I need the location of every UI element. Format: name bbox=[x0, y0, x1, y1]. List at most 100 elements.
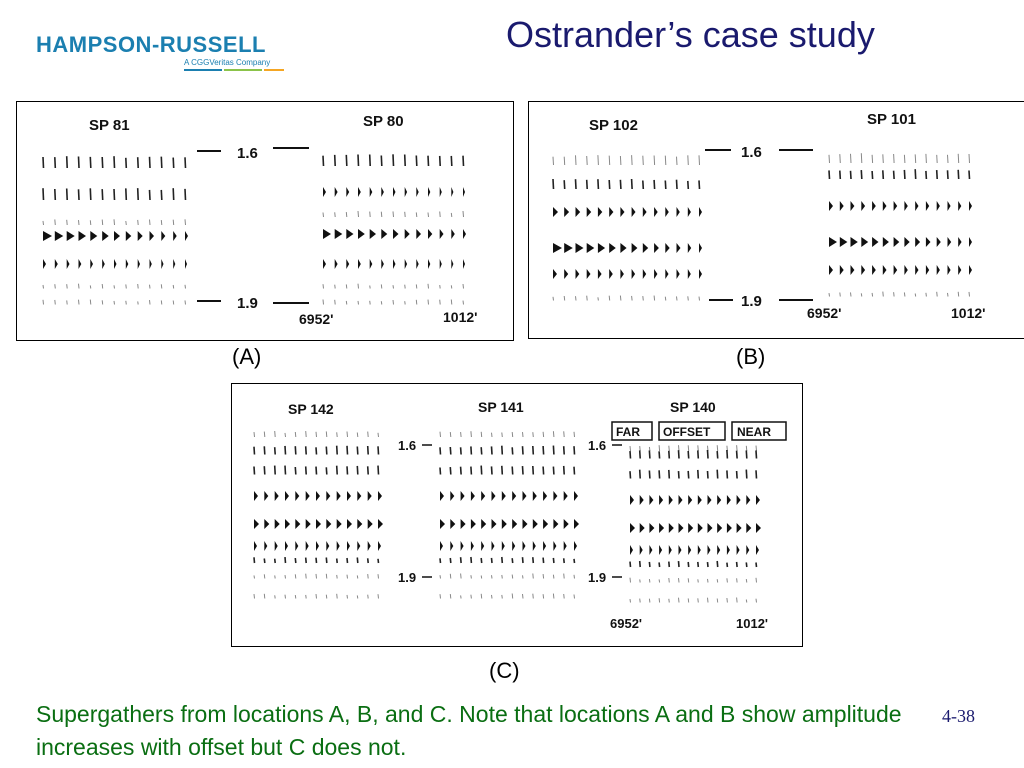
seismic-wavelet bbox=[149, 231, 154, 241]
seismic-wavelet bbox=[254, 519, 259, 529]
seismic-trace-tick bbox=[253, 446, 256, 455]
seismic-trace-tick bbox=[336, 574, 338, 579]
seismic-trace-tick bbox=[89, 285, 92, 289]
seismic-wavelet bbox=[512, 519, 518, 529]
seismic-trace-tick bbox=[346, 594, 348, 599]
seismic-wavelet bbox=[316, 541, 319, 551]
seismic-trace-tick bbox=[263, 466, 266, 475]
seismic-trace-tick bbox=[367, 574, 369, 579]
seismic-trace-tick bbox=[345, 300, 348, 305]
seismic-wavelet bbox=[439, 187, 442, 197]
seismic-wavelet bbox=[512, 491, 517, 501]
logo-rule-orange bbox=[264, 69, 284, 71]
seismic-trace-tick bbox=[668, 445, 670, 452]
seismic-trace-tick bbox=[65, 156, 68, 169]
seismic-wavelet bbox=[439, 259, 442, 269]
seismic-trace-tick bbox=[480, 465, 483, 475]
seismic-trace-tick bbox=[462, 155, 465, 167]
seismic-trace-tick bbox=[573, 574, 575, 579]
seismic-wavelet bbox=[697, 545, 701, 555]
seismic-wavelet bbox=[137, 259, 140, 269]
seismic-trace-tick bbox=[532, 465, 535, 475]
seismic-trace-tick bbox=[356, 432, 359, 438]
seismic-trace-tick bbox=[78, 220, 80, 226]
seismic-trace-tick bbox=[882, 154, 884, 164]
seismic-wavelet bbox=[254, 491, 258, 501]
seismic-trace-tick bbox=[377, 432, 379, 438]
seismic-trace-tick bbox=[101, 189, 104, 201]
seismic-trace-tick bbox=[697, 445, 699, 452]
seismic-trace-tick bbox=[357, 154, 360, 167]
seismic-wavelet bbox=[264, 519, 270, 529]
seismic-wavelet bbox=[676, 269, 680, 279]
seismic-wavelet bbox=[416, 229, 421, 239]
seismic-trace-tick bbox=[172, 219, 175, 226]
seismic-wavelet bbox=[563, 491, 568, 501]
seismic-trace-tick bbox=[575, 155, 577, 166]
offset-label-far: 6952' bbox=[299, 311, 333, 327]
seismic-trace-tick bbox=[522, 575, 524, 579]
seismic-trace-tick bbox=[532, 445, 535, 455]
seismic-trace-tick bbox=[346, 431, 348, 438]
seismic-trace-tick bbox=[745, 469, 748, 479]
seismic-trace-tick bbox=[184, 284, 186, 289]
seismic-wavelet bbox=[872, 201, 876, 211]
seismic-trace-tick bbox=[380, 211, 383, 218]
seismic-trace-tick bbox=[687, 180, 690, 190]
seismic-wavelet bbox=[470, 541, 474, 551]
seismic-trace-tick bbox=[315, 466, 318, 475]
seismic-trace-tick bbox=[697, 598, 699, 603]
seismic-wavelet bbox=[404, 259, 408, 269]
seismic-wavelet bbox=[491, 491, 496, 501]
seismic-trace-tick bbox=[893, 292, 895, 297]
offset-box bbox=[658, 421, 726, 441]
seismic-wavelet bbox=[381, 187, 384, 197]
seismic-wavelet bbox=[553, 207, 558, 217]
seismic-trace-tick bbox=[511, 593, 514, 599]
seismic-trace-tick bbox=[658, 451, 661, 459]
seismic-trace-tick bbox=[427, 283, 429, 289]
seismic-trace-tick bbox=[449, 446, 452, 455]
seismic-wavelet bbox=[654, 243, 659, 253]
seismic-trace-tick bbox=[366, 445, 369, 455]
seismic-trace-tick bbox=[697, 579, 699, 583]
seismic-trace-tick bbox=[563, 180, 566, 190]
seismic-wavelet bbox=[543, 541, 547, 551]
seismic-trace-tick bbox=[377, 446, 380, 455]
seismic-wavelet bbox=[631, 243, 638, 253]
seismic-wavelet bbox=[574, 491, 578, 501]
seismic-trace-tick bbox=[160, 284, 163, 289]
seismic-wavelet bbox=[861, 201, 866, 211]
seismic-wavelet bbox=[501, 491, 506, 501]
offset-label-far: 6952' bbox=[807, 305, 841, 321]
seismic-wavelet bbox=[872, 265, 876, 275]
seismic-wavelet bbox=[915, 265, 919, 275]
seismic-wavelet bbox=[522, 541, 526, 551]
seismic-trace-tick bbox=[415, 155, 418, 167]
seismic-wavelet bbox=[346, 229, 354, 239]
seismic-trace-tick bbox=[687, 155, 689, 166]
seismic-trace-tick bbox=[89, 220, 92, 226]
offset-label-near: 1012' bbox=[951, 305, 985, 321]
seismic-wavelet bbox=[678, 495, 683, 505]
seismic-trace-tick bbox=[273, 465, 276, 475]
seismic-wavelet bbox=[756, 545, 759, 555]
seismic-trace-tick bbox=[450, 212, 453, 218]
gather-label-sp101: SP 101 bbox=[867, 111, 916, 128]
seismic-trace-tick bbox=[573, 446, 576, 455]
seismic-trace-tick bbox=[839, 170, 842, 180]
seismic-wavelet bbox=[665, 269, 669, 279]
seismic-wavelet bbox=[346, 187, 350, 197]
seismic-trace-tick bbox=[148, 189, 151, 201]
caption-a: (A) bbox=[232, 344, 262, 369]
seismic-trace-tick bbox=[501, 556, 504, 564]
seismic-wavelet bbox=[904, 265, 908, 275]
seismic-trace-tick bbox=[658, 445, 661, 452]
seismic-trace-tick bbox=[638, 469, 641, 479]
seismic-trace-tick bbox=[631, 155, 633, 166]
seismic-trace-tick bbox=[608, 155, 611, 166]
seismic-trace-tick bbox=[630, 178, 633, 190]
panel-c-figure: SP 142 SP 141 SP 140 FAR OFFSET NEAR 1.6… bbox=[253, 399, 787, 631]
seismic-wavelet bbox=[326, 491, 331, 501]
time-label-bottom: 1.9 bbox=[237, 295, 258, 312]
